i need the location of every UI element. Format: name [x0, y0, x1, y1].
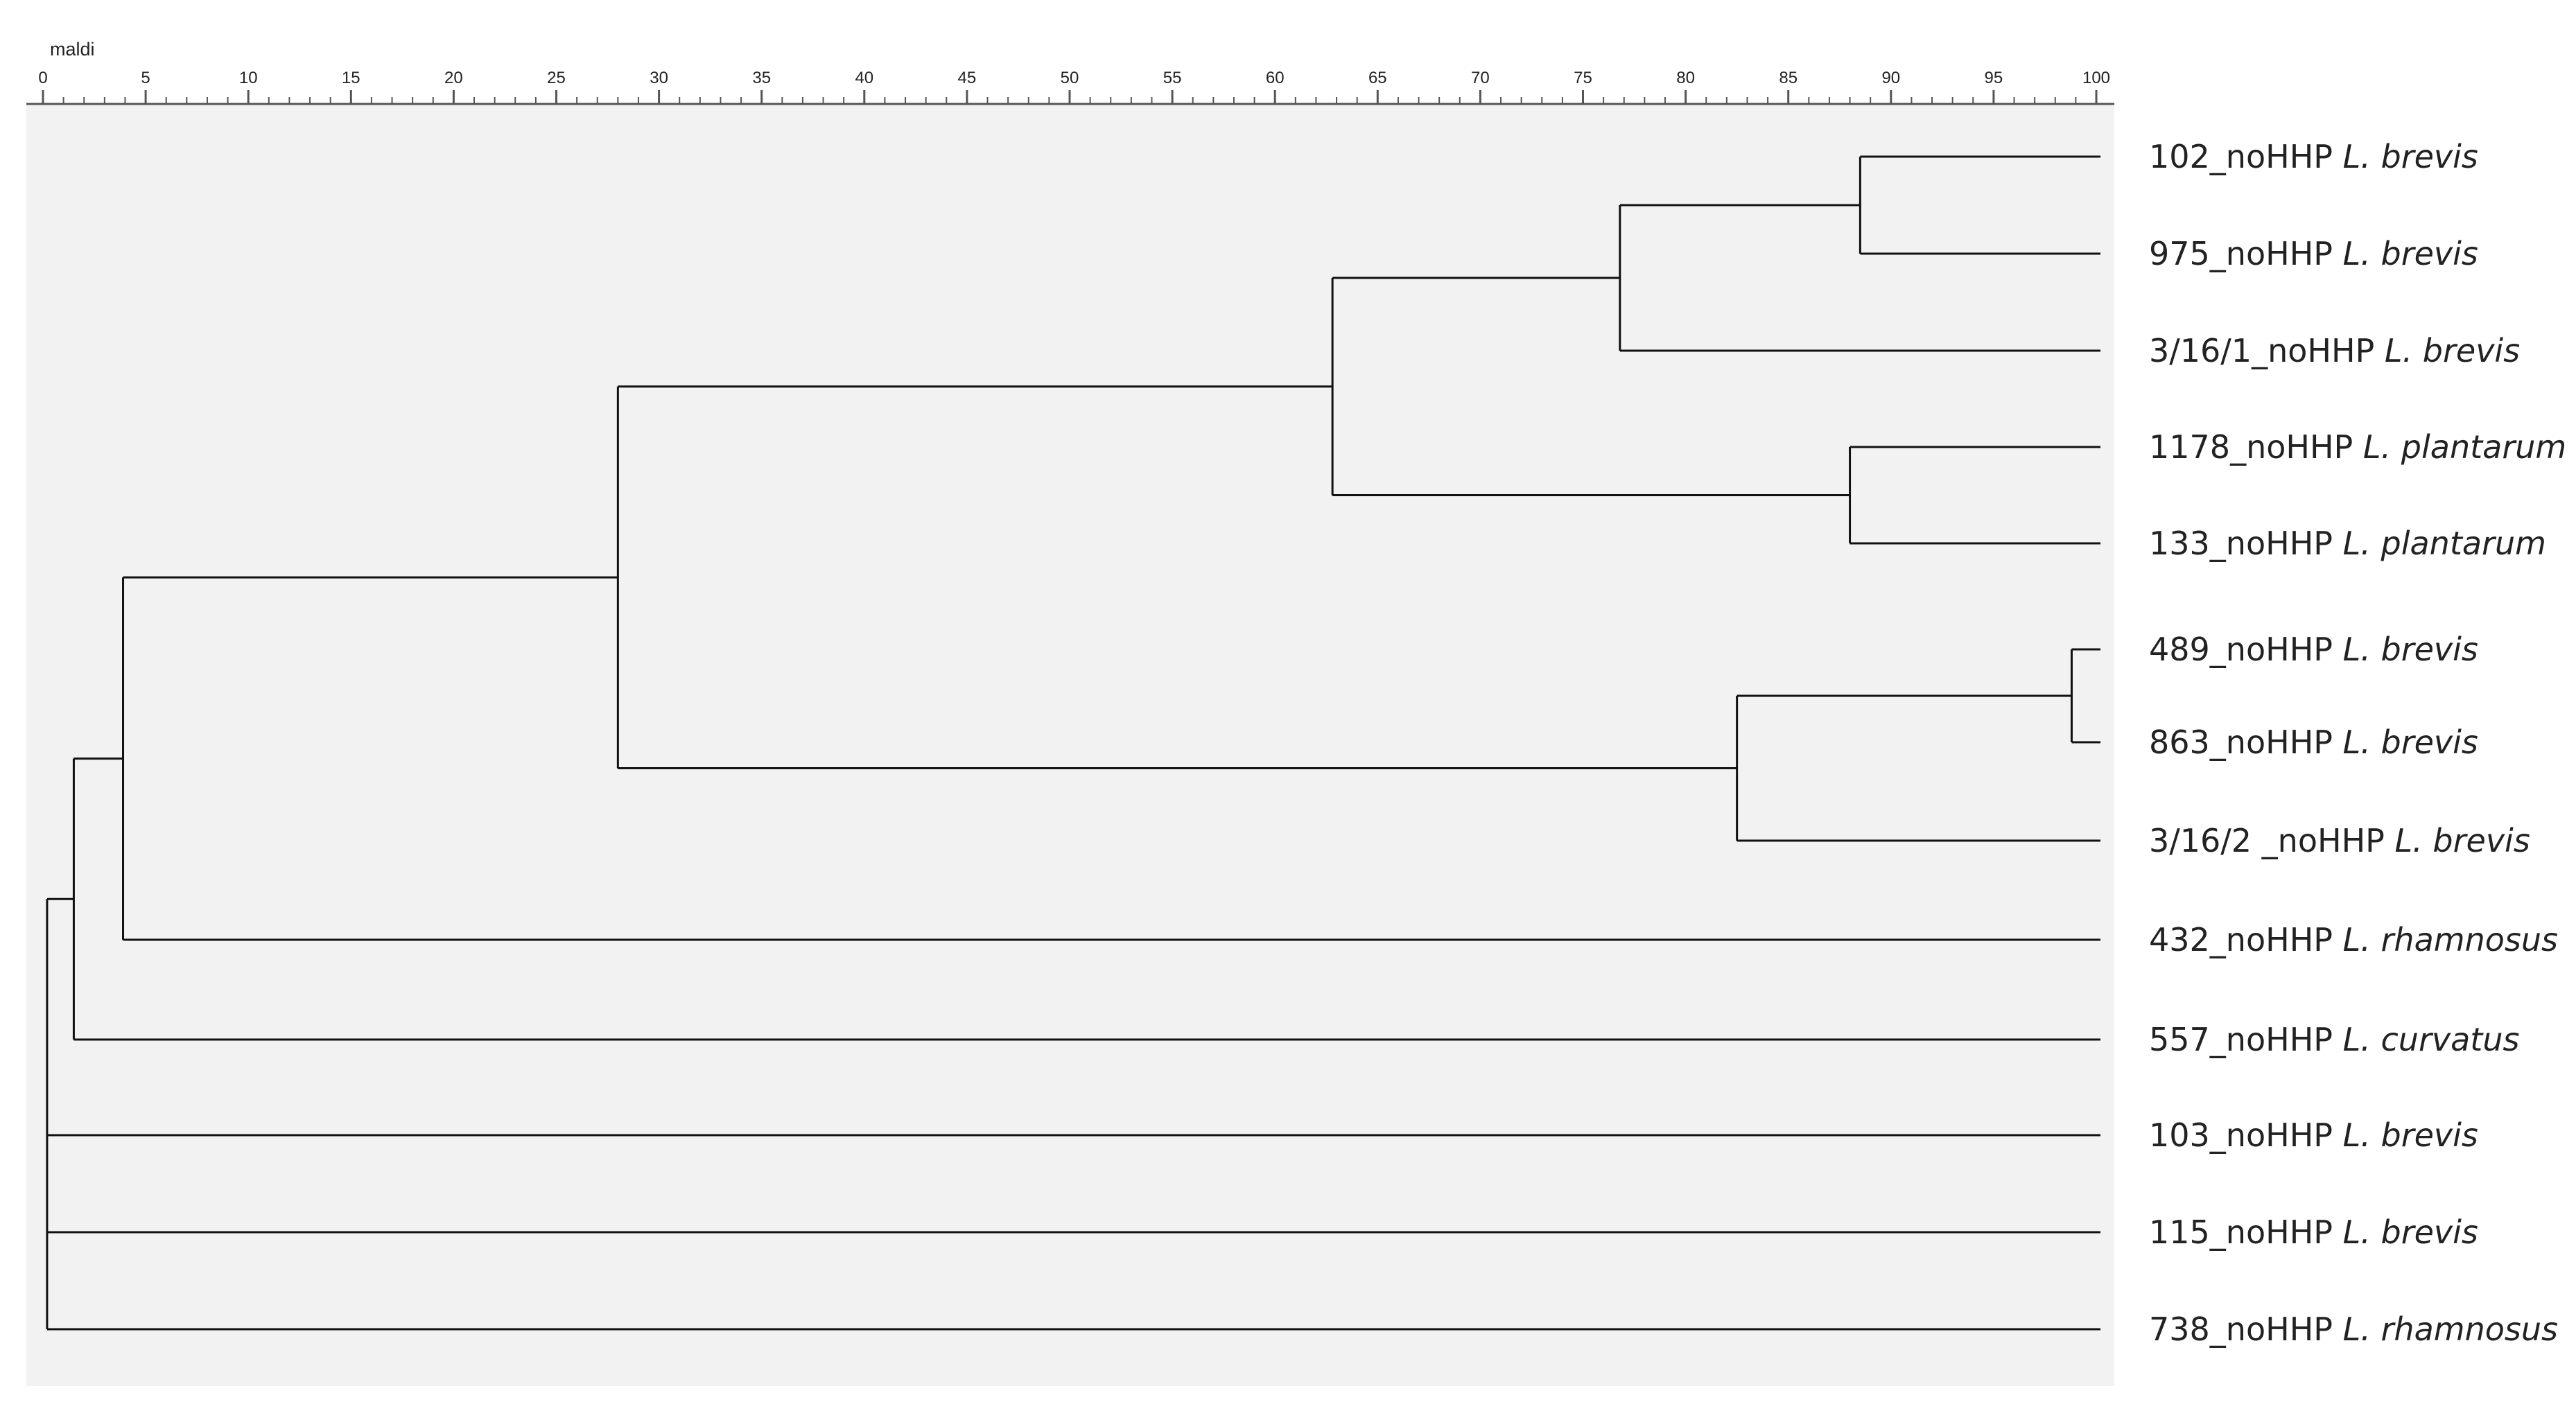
species-name: L. brevis	[2342, 1213, 2478, 1251]
species-name: L. curvatus	[2342, 1021, 2520, 1058]
leaf-label: 103_noHHP L. brevis	[2149, 1111, 2478, 1159]
scale-tick-label: 15	[342, 69, 360, 87]
scale-tick-label: 20	[444, 69, 463, 87]
scale-tick-label: 60	[1266, 69, 1285, 87]
strain-id: 1178_noHHP	[2149, 428, 2363, 466]
species-name: L. brevis	[2394, 822, 2530, 859]
leaf-label: 975_noHHP L. brevis	[2149, 229, 2478, 278]
leaf-label: 557_noHHP L. curvatus	[2149, 1015, 2519, 1064]
strain-id: 863_noHHP	[2149, 724, 2343, 761]
scale-tick-label: 40	[855, 69, 873, 87]
scale-tick-label: 10	[239, 69, 258, 87]
scale-tick-label: 5	[141, 69, 150, 87]
leaf-label: 133_noHHP L. plantarum	[2149, 519, 2546, 568]
scale-title: maldi	[50, 39, 95, 60]
scale-tick-label: 65	[1368, 69, 1387, 87]
leaf-label: 102_noHHP L. brevis	[2149, 132, 2478, 181]
strain-id: 115_noHHP	[2149, 1213, 2343, 1251]
leaf-label: 1178_noHHP L. plantarum	[2149, 423, 2566, 471]
species-name: L. brevis	[2342, 1116, 2478, 1154]
strain-id: 103_noHHP	[2149, 1116, 2343, 1154]
scale-tick-label: 25	[547, 69, 566, 87]
species-name: L. plantarum	[2342, 525, 2546, 562]
species-name: L. rhamnosus	[2342, 1311, 2558, 1348]
strain-id: 432_noHHP	[2149, 921, 2343, 958]
plot-background	[26, 104, 2114, 1386]
strain-id: 557_noHHP	[2149, 1021, 2343, 1058]
similarity-scale: maldi 0 5 10 15 20 25 30 35 40 45 50 55 60 65 70 75 80 85…	[26, 39, 2114, 105]
strain-id: 102_noHHP	[2149, 138, 2343, 175]
scale-tick-label: 35	[752, 69, 771, 87]
leaf-label: 3/16/2 _noHHP L. brevis	[2149, 816, 2530, 865]
species-name: L. rhamnosus	[2342, 921, 2558, 958]
scale-tick-label: 75	[1574, 69, 1592, 87]
species-name: L. brevis	[2384, 332, 2521, 369]
scale-tick-label: 90	[1881, 69, 1900, 87]
scale-tick-label: 80	[1676, 69, 1695, 87]
scale-tick-label: 85	[1779, 69, 1798, 87]
scale-tick-label: 50	[1061, 69, 1079, 87]
leaf-label: 863_noHHP L. brevis	[2149, 718, 2478, 766]
scale-tick-label: 45	[958, 69, 977, 87]
species-name: L. plantarum	[2362, 428, 2567, 466]
leaf-label: 738_noHHP L. rhamnosus	[2149, 1305, 2558, 1353]
species-name: L. brevis	[2342, 724, 2478, 761]
strain-id: 738_noHHP	[2149, 1311, 2343, 1348]
dendrogram-tree	[46, 155, 2100, 1331]
strain-id: 489_noHHP	[2149, 631, 2343, 668]
leaf-label: 489_noHHP L. brevis	[2149, 625, 2478, 674]
scale-tick-label: 95	[1985, 69, 2003, 87]
scale-tick-label: 100	[2082, 69, 2110, 87]
species-name: L. brevis	[2342, 631, 2478, 668]
strain-id: 3/16/2 _noHHP	[2149, 822, 2395, 859]
species-name: L. brevis	[2342, 138, 2478, 175]
strain-id: 133_noHHP	[2149, 525, 2343, 562]
scale-tick-label: 70	[1471, 69, 1490, 87]
species-name: L. brevis	[2342, 235, 2478, 272]
scale-tick-label: 55	[1163, 69, 1182, 87]
leaf-label: 3/16/1_noHHP L. brevis	[2149, 326, 2520, 375]
scale-tick-label: 0	[38, 69, 47, 87]
scale-tick-label: 30	[650, 69, 668, 87]
leaf-label: 115_noHHP L. brevis	[2149, 1208, 2478, 1256]
leaf-label: 432_noHHP L. rhamnosus	[2149, 915, 2558, 964]
strain-id: 975_noHHP	[2149, 235, 2343, 272]
strain-id: 3/16/1_noHHP	[2149, 332, 2385, 369]
